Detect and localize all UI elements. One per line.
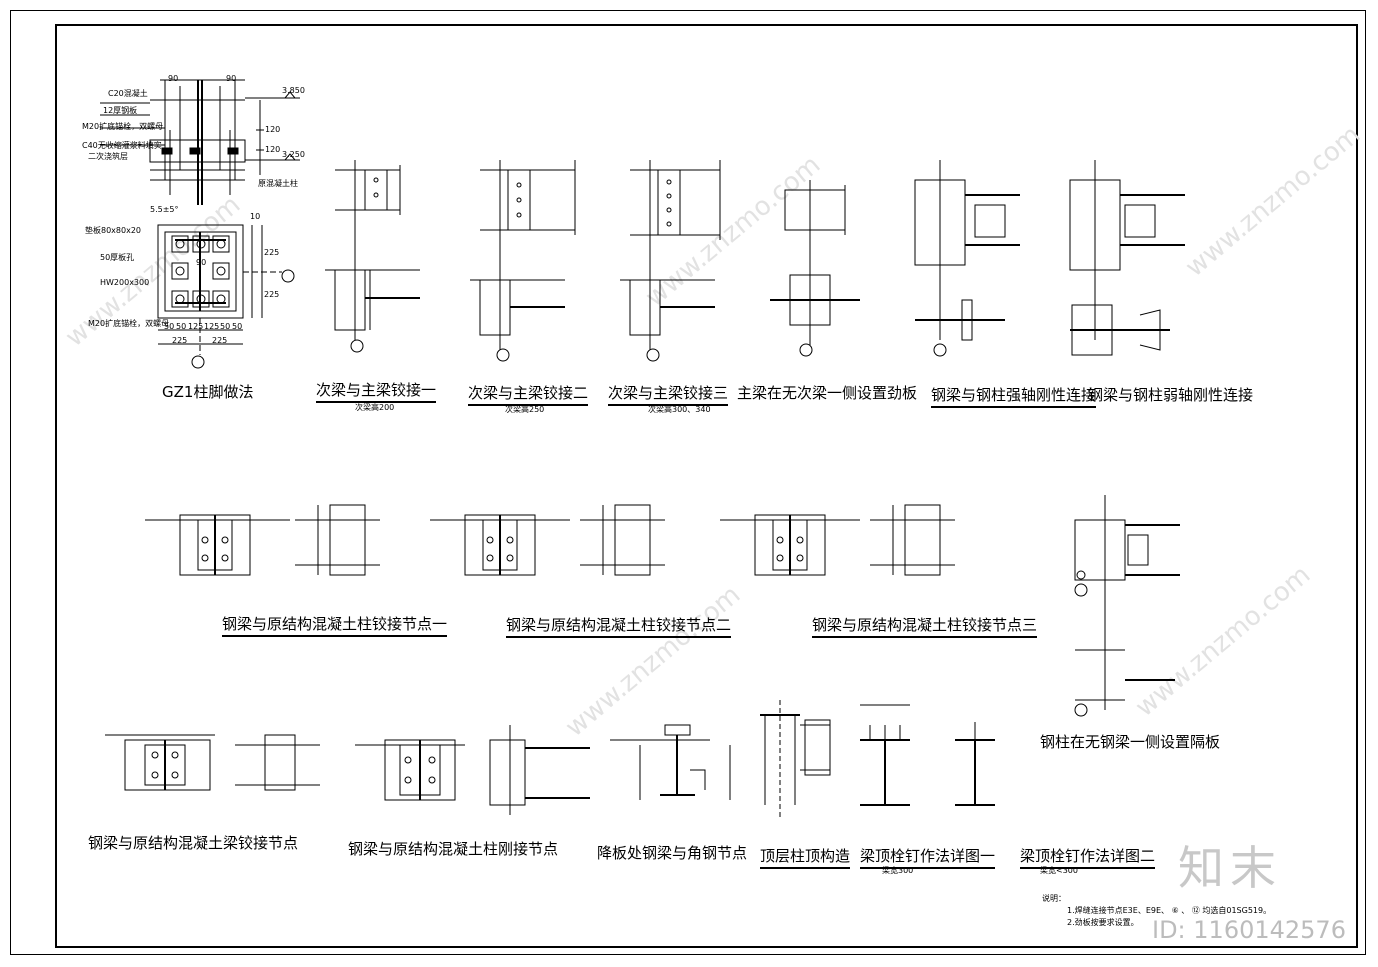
gz1-weld: 10: [250, 212, 261, 221]
weak-axis-connection: [1069, 160, 1185, 356]
gz1-dim-total-2: 225: [212, 336, 228, 345]
gz1-dim-120b: 120: [265, 145, 281, 154]
title-conc-node-3: 钢梁与原结构混凝土柱铰接节点三: [812, 614, 1038, 638]
title-top-column: 顶层柱顶构造: [760, 845, 851, 869]
beam-hinge-1: [325, 160, 420, 353]
title-column-diaphragm: 钢柱在无钢梁一侧设置隔板: [1040, 733, 1221, 751]
subtitle-hinge-2: 次梁高250: [505, 405, 545, 414]
gz1-angle: 5.5±5°: [150, 205, 179, 214]
gz1-dim-bottom-2: 50: [176, 322, 187, 331]
gz1-dim-90b: 90: [226, 74, 237, 83]
title-conc-node-1: 钢梁与原结构混凝土柱铰接节点一: [222, 613, 448, 637]
strong-axis-connection: [914, 160, 1020, 357]
title-gz1: GZ1柱脚做法: [162, 383, 254, 401]
gz1-hw: HW200x300: [100, 278, 150, 287]
conc-node-3: [720, 504, 955, 576]
gz1-m20-label: M20扩底锚栓，双螺母: [82, 122, 164, 131]
title-conc-node-2: 钢梁与原结构混凝土柱铰接节点二: [506, 614, 732, 638]
stiffener-detail: [770, 180, 860, 357]
subtitle-stud-1: 梁宽300: [882, 866, 914, 875]
notes-head: 说明：: [1042, 894, 1066, 903]
watermark-brand: 知末: [1178, 841, 1282, 895]
gz1-dim-90c: 90: [196, 258, 207, 267]
gz1-elevation: [100, 79, 300, 205]
title-hinge-1: 次梁与主梁铰接一: [316, 379, 437, 403]
title-stud-1: 梁顶栓钉作法详图一: [860, 845, 996, 869]
gz1-c40-second-label: 二次浇筑层: [88, 152, 128, 161]
gz1-dim-120a: 120: [265, 125, 281, 134]
notes-line-2: 2.劲板按要求设置。: [1067, 918, 1139, 927]
conc-node-2: [430, 504, 665, 576]
gz1-elev-mid: 3.250: [282, 150, 305, 159]
title-conc-rigid: 钢梁与原结构混凝土柱刚接节点: [348, 840, 559, 858]
gz1-plate-spec: 垫板80x80x20: [85, 226, 142, 235]
conc-node-1: [145, 504, 380, 576]
outer-frame: [10, 10, 1366, 955]
inner-frame: [55, 24, 1358, 948]
conc-beam-node: [105, 734, 320, 791]
gz1-dim-bottom-6: 50: [232, 322, 243, 331]
gz1-plate-label: 12厚钢板: [103, 106, 138, 115]
gz1-elev-top: 3.850: [282, 86, 305, 95]
gz1-c20-label: C20混凝土: [108, 89, 148, 98]
title-stud-2: 梁顶栓钉作法详图二: [1020, 845, 1156, 869]
stud-detail-2: [955, 722, 995, 806]
stud-detail-1: [860, 704, 910, 806]
top-column-detail: [760, 700, 831, 820]
title-weak-axis: 钢梁与钢柱弱轴刚性连接: [1088, 386, 1254, 404]
gz1-dim-right-2: 225: [264, 290, 280, 299]
column-diaphragm-detail: [1074, 495, 1180, 717]
title-conc-beam: 钢梁与原结构混凝土梁铰接节点: [88, 834, 299, 852]
gz1-dim-bottom-5: 50: [220, 322, 231, 331]
gz1-dim-90a: 90: [168, 74, 179, 83]
gz1-c40-label: C40无收缩灌浆料填实: [82, 141, 162, 150]
conc-rigid-node: [355, 725, 590, 815]
gz1-dim-bottom-3: 125: [188, 322, 204, 331]
beam-hinge-2: [470, 160, 576, 362]
watermark-id: ID: 1160142576: [1152, 916, 1346, 944]
gz1-column-label: 原混凝土柱: [258, 179, 298, 188]
gz1-plan: [157, 224, 295, 369]
title-strong-axis: 钢梁与钢柱强轴刚性连接: [931, 384, 1097, 408]
title-slab-drop: 降板处钢梁与角钢节点: [597, 844, 748, 862]
slab-drop-node: [610, 724, 731, 800]
gz1-dim-bottom-4: 125: [204, 322, 220, 331]
title-hinge-2: 次梁与主梁铰接二: [468, 382, 589, 406]
gz1-dim-right-1: 225: [264, 248, 280, 257]
title-stiffener: 主梁在无次梁一侧设置劲板: [737, 384, 918, 402]
notes-block: 说明： 1.焊缝连接节点E3E、E9E、 ⑥ 、 ⑫ 均选自01SG519。 2…: [1042, 893, 1271, 929]
title-hinge-3: 次梁与主梁铰接三: [608, 382, 729, 406]
beam-hinge-3: [620, 160, 721, 362]
subtitle-stud-2: 梁宽<300: [1040, 866, 1078, 875]
gz1-dim-total-1: 225: [172, 336, 188, 345]
gz1-hole: 50厚板孔: [100, 253, 135, 262]
notes-line-1: 1.焊缝连接节点E3E、E9E、 ⑥ 、 ⑫ 均选自01SG519。: [1067, 906, 1272, 915]
subtitle-hinge-1: 次梁高200: [355, 403, 395, 412]
subtitle-hinge-3: 次梁高300、340: [648, 405, 711, 414]
gz1-m20b: M20扩底锚栓，双螺母: [88, 319, 170, 328]
gz1-dim-bottom-1: 50: [164, 322, 175, 331]
